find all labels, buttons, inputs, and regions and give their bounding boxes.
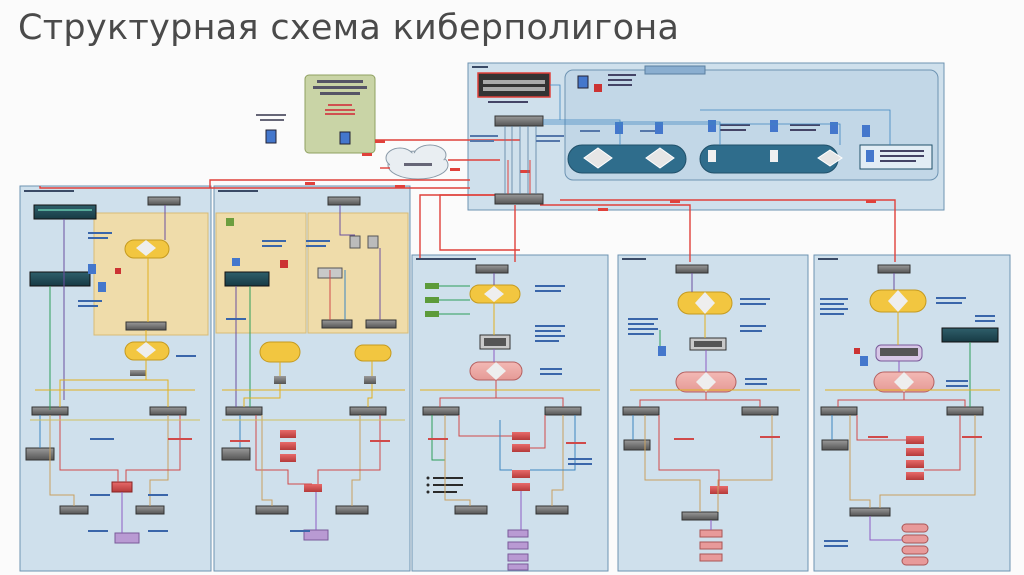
zone2-switch-right (349, 406, 387, 416)
zone5-switch-right (946, 406, 984, 416)
zone1-teal-server (33, 204, 97, 220)
zone2-teal-server (224, 271, 270, 287)
zone1-teal-server-2 (29, 271, 91, 287)
zone3-switch-right (544, 406, 582, 416)
page-title: Структурная схема киберполигона (18, 8, 680, 48)
zone1-switch-right (149, 406, 187, 416)
zone4-switch-left (622, 406, 660, 416)
zone2-switch-left (225, 406, 263, 416)
zone5-switch-left (820, 406, 858, 416)
zone5-teal-server (941, 327, 999, 343)
top-pill-right (699, 144, 839, 174)
zone3-switch-left (422, 406, 460, 416)
internet-cloud (385, 144, 449, 180)
center-switch (494, 193, 544, 205)
top-server-block (477, 72, 551, 98)
top-switch (494, 115, 544, 127)
highlight-zone-1 (93, 212, 209, 336)
zone4-switch-right (741, 406, 779, 416)
